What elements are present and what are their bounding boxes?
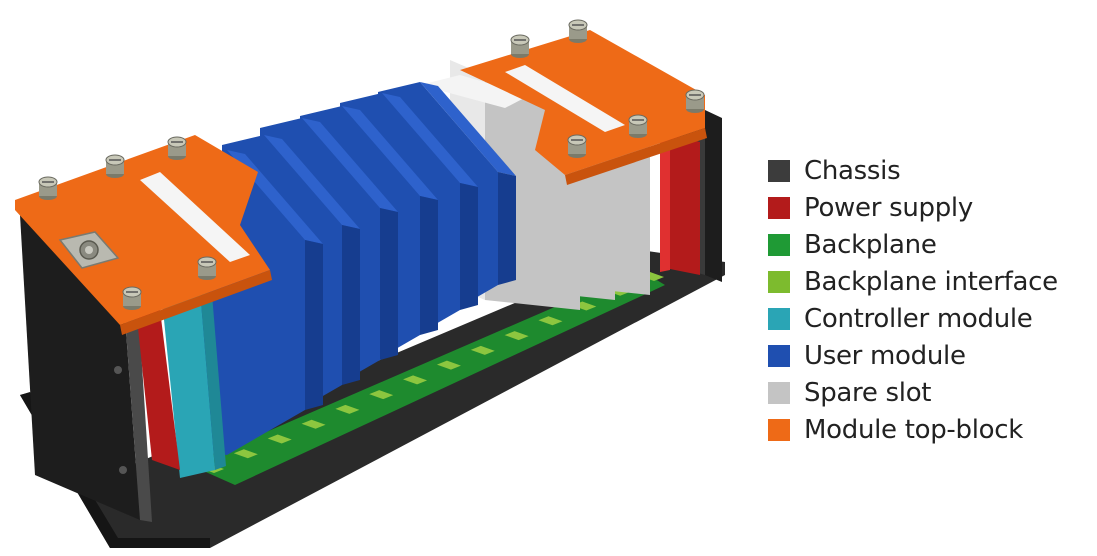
power-supply-back: [665, 132, 700, 275]
legend-label: Controller module: [804, 303, 1033, 334]
user-module-front-edge: [342, 225, 360, 385]
spare-slot-top: [420, 75, 530, 108]
backplane-interface-segment: [369, 390, 394, 400]
screw-icon: [38, 176, 58, 200]
legend-label: User module: [804, 340, 966, 371]
controller-module: [162, 290, 215, 478]
legend-swatch: [768, 307, 790, 330]
legend-item-spare-slot: Spare slot: [768, 374, 1088, 411]
screw-icon: [567, 134, 587, 158]
power-supply-front: [135, 300, 180, 470]
legend-swatch: [768, 159, 790, 182]
user-module-top-edge: [302, 118, 398, 212]
module-stack: [162, 60, 650, 478]
backplane-floor: [190, 270, 665, 485]
user-module-top-edge: [342, 106, 438, 200]
screw-icon: [105, 154, 125, 178]
connector-plate: [58, 231, 120, 269]
legend-swatch: [768, 270, 790, 293]
chassis-illustration: [15, 19, 725, 548]
legend-label: Chassis: [804, 155, 901, 186]
backplane-interface-segment: [233, 449, 258, 459]
user-module-front-edge: [498, 172, 516, 285]
chassis-screw-hole: [114, 366, 122, 374]
user-module-front-edge: [460, 183, 478, 310]
legend-swatch: [768, 233, 790, 256]
backplane-interface-segment: [538, 316, 563, 326]
legend-item-backplane: Backplane: [768, 226, 1088, 263]
legend-swatch: [768, 381, 790, 404]
user-module-top-edge: [382, 93, 478, 187]
legend-item-chassis: Chassis: [768, 152, 1088, 189]
legend-item-power-supply: Power supply: [768, 189, 1088, 226]
legend-label: Module top-block: [804, 414, 1023, 445]
screw-icon: [122, 286, 142, 310]
user-module-top-edge: [420, 82, 516, 176]
user-module-top-edge: [264, 135, 360, 229]
legend-label: Backplane: [804, 229, 937, 260]
top-block-right-slot: [505, 65, 625, 132]
legend-item-top-block: Module top-block: [768, 411, 1088, 448]
top-block-left-slot: [140, 172, 250, 262]
screw-icon: [510, 34, 530, 58]
legend-label: Power supply: [804, 192, 973, 223]
legend-label: Backplane interface: [804, 266, 1058, 297]
chassis-screw-hole: [119, 466, 127, 474]
controller-module-edge: [200, 290, 226, 470]
backplane-interface-segment: [267, 434, 292, 444]
top-blocks: [15, 19, 707, 335]
backplane-interface-segment: [335, 404, 360, 414]
legend-swatch: [768, 418, 790, 441]
power-supply-back-highlight: [660, 132, 670, 272]
legend-swatch: [768, 344, 790, 367]
legend-label: Spare slot: [804, 377, 932, 408]
screw-icon: [197, 256, 217, 280]
screw-icon: [628, 114, 648, 138]
legend-item-controller-module: Controller module: [768, 300, 1088, 337]
backplane-interface-segment: [470, 345, 495, 355]
chassis-back-wall-end: [705, 110, 722, 282]
legend-swatch: [768, 196, 790, 219]
screw-icon: [685, 89, 705, 113]
user-module-front-edge: [305, 240, 323, 410]
backplane-interface-segment: [403, 375, 428, 385]
screw-icon: [568, 19, 588, 43]
user-module-front-edge: [420, 196, 438, 335]
user-module-front-edge: [380, 208, 398, 360]
screw-icon: [167, 136, 187, 160]
legend-item-backplane-interface: Backplane interface: [768, 263, 1088, 300]
backplane-interface-segment: [301, 419, 326, 429]
backplane-interface-segment: [504, 331, 529, 341]
backplane-interface-segment: [436, 360, 461, 370]
top-block-left-edge: [120, 270, 272, 335]
legend-item-user-module: User module: [768, 337, 1088, 374]
top-block-right-edge: [565, 128, 707, 185]
